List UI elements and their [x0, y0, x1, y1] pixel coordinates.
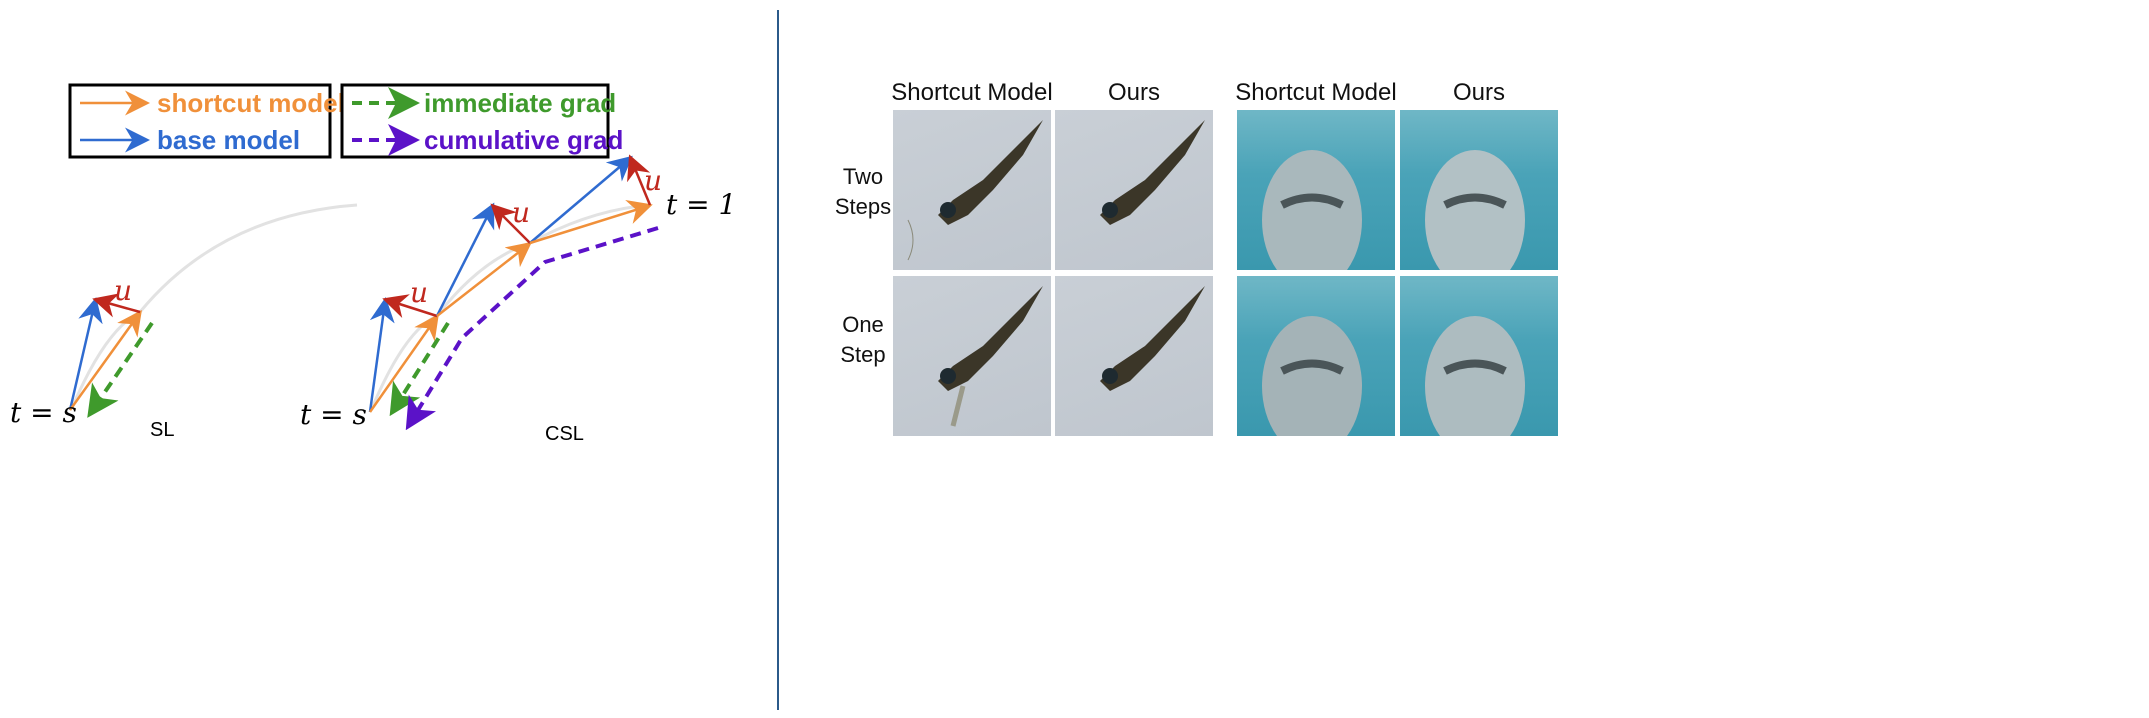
shortcut-vector [529, 200, 653, 245]
legend-box-models: shortcut model base model [68, 83, 345, 159]
u-label: u [410, 276, 428, 309]
t-start-label: t = s [300, 398, 367, 431]
u-vector [490, 203, 531, 244]
legend-immediate-grad: immediate grad [424, 88, 616, 118]
cumulative-grad-path [405, 226, 659, 431]
base-vector [435, 202, 495, 317]
u-vector [627, 154, 652, 206]
shark-image [1400, 276, 1558, 436]
row-label: One Step [840, 312, 886, 367]
base-vector [529, 155, 633, 244]
legend-cumulative-grad: cumulative grad [424, 125, 623, 155]
immediate-grad-vector [389, 321, 450, 417]
shortcut-vector [368, 313, 439, 413]
shark-image [1237, 110, 1395, 270]
column-header: Ours [1107, 79, 1160, 106]
shortcut-vector [68, 309, 142, 411]
base-vector [68, 297, 103, 411]
t-end-label: t = 1 [666, 188, 736, 221]
shortcut-learning-diagram: shortcut model base model immediate grad… [10, 83, 736, 445]
t-start-label: t = s [10, 396, 77, 429]
column-header: Shortcut Model [1235, 79, 1397, 106]
trajectory-curve [70, 203, 358, 409]
shortcut-vector [436, 241, 532, 317]
csl-diagram: u u u t = s t = 1 CSL [300, 154, 736, 445]
u-label: u [644, 164, 662, 197]
eagle-image [893, 276, 1051, 436]
column-header: Ours [1452, 79, 1505, 106]
csl-label: CSL [545, 423, 584, 445]
column-header: Shortcut Model [891, 79, 1053, 106]
shark-image [1237, 276, 1395, 436]
eagle-image [1055, 276, 1213, 436]
sl-diagram: u t = s SL [10, 203, 358, 441]
legend-shortcut-model: shortcut model [157, 88, 345, 118]
eagle-image [1055, 110, 1213, 270]
u-vector [92, 293, 141, 318]
row-label: Two Steps [834, 164, 892, 219]
u-label: u [114, 274, 132, 307]
u-vector [382, 294, 438, 319]
legend-box-grads: immediate grad cumulative grad [340, 83, 623, 159]
trajectory-curve [370, 203, 651, 409]
base-vector [368, 297, 395, 413]
divider [777, 10, 779, 710]
sl-label: SL [150, 419, 174, 441]
shark-image [1400, 110, 1558, 270]
u-label: u [512, 196, 530, 229]
eagle-image [893, 110, 1051, 270]
legend-base-model: base model [157, 125, 300, 155]
